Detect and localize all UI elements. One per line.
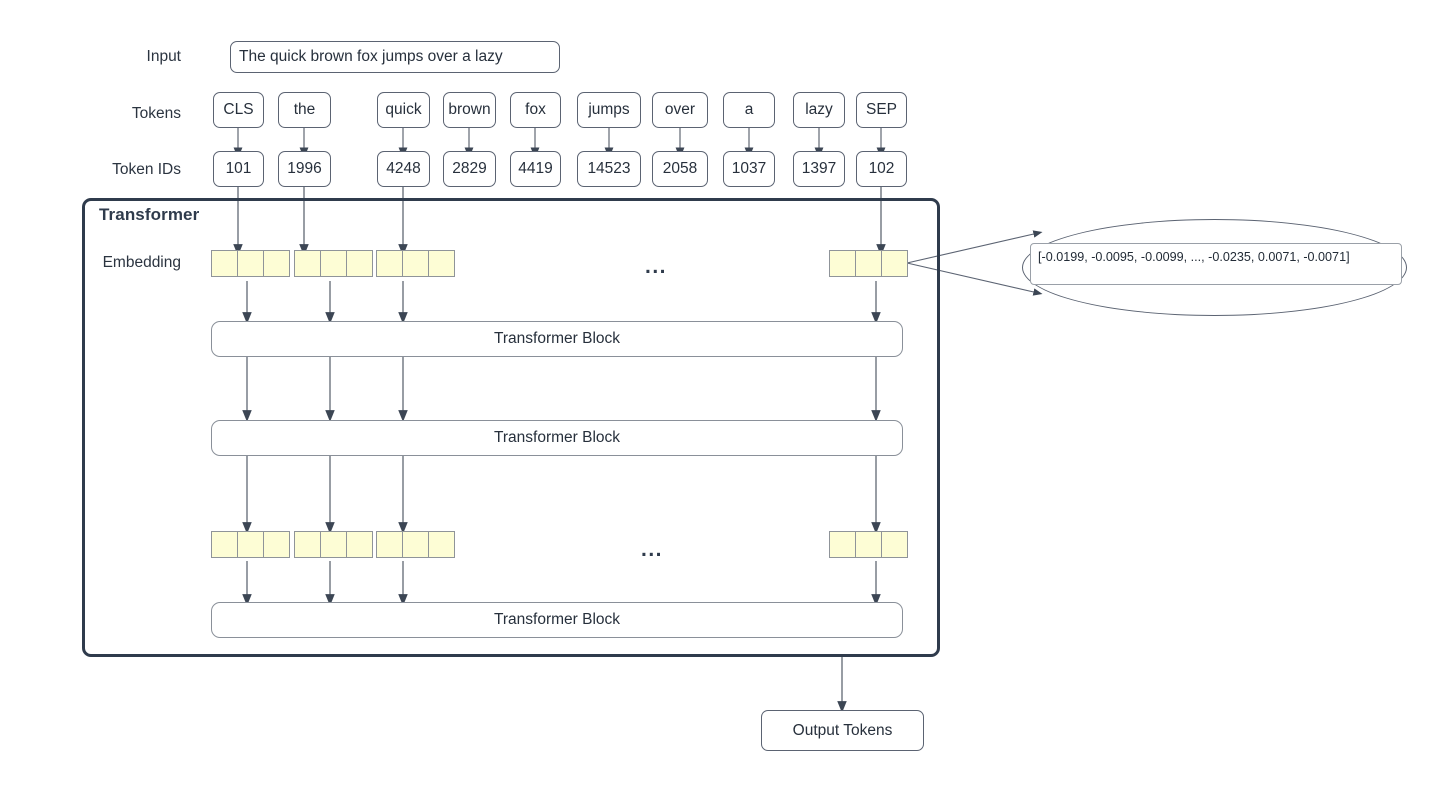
- token-id-box-8[interactable]: 1397: [793, 151, 845, 187]
- transformer-block-3[interactable]: Transformer Block: [211, 602, 903, 638]
- token-box-8[interactable]: lazy: [793, 92, 845, 128]
- embedding-ellipsis: ...: [645, 255, 668, 278]
- embedding-cell: [319, 250, 347, 277]
- hidden-state-cell: [401, 531, 429, 558]
- output-tokens-box[interactable]: Output Tokens: [761, 710, 924, 751]
- embedding-cell: [345, 250, 373, 277]
- token-box-4[interactable]: fox: [510, 92, 561, 128]
- hidden-state-cell: [211, 531, 238, 558]
- token-id-box-3[interactable]: 2829: [443, 151, 496, 187]
- hidden-group-cls: [211, 531, 290, 558]
- row-label-input: Input: [146, 48, 181, 65]
- transformer-block-1[interactable]: Transformer Block: [211, 321, 903, 357]
- token-box-0[interactable]: CLS: [213, 92, 264, 128]
- row-label-token-ids: Token IDs: [112, 161, 181, 178]
- vector-callout-ellipse: [1022, 219, 1407, 316]
- row-label-embedding: Embedding: [102, 254, 181, 271]
- token-id-box-1[interactable]: 1996: [278, 151, 331, 187]
- embedding-cell: [294, 250, 321, 277]
- embedding-cell: [854, 250, 882, 277]
- transformer-title: Transformer: [99, 205, 200, 224]
- hidden-state-cell: [376, 531, 403, 558]
- row-label-tokens: Tokens: [131, 105, 181, 122]
- token-box-5[interactable]: jumps: [577, 92, 641, 128]
- hidden-ellipsis: ...: [641, 538, 664, 561]
- hidden-group-quick: [376, 531, 455, 558]
- hidden-state-cell: [294, 531, 321, 558]
- input-text-box[interactable]: The quick brown fox jumps over a lazy: [230, 41, 560, 73]
- embedding-cell: [880, 250, 908, 277]
- hidden-state-cell: [854, 531, 882, 558]
- token-id-box-6[interactable]: 2058: [652, 151, 708, 187]
- transformer-container: [82, 198, 940, 657]
- transformer-block-2[interactable]: Transformer Block: [211, 420, 903, 456]
- hidden-state-cell: [319, 531, 347, 558]
- hidden-state-cell: [427, 531, 455, 558]
- token-box-3[interactable]: brown: [443, 92, 496, 128]
- token-id-box-0[interactable]: 101: [213, 151, 264, 187]
- token-box-6[interactable]: over: [652, 92, 708, 128]
- embedding-group-sep: [829, 250, 908, 277]
- hidden-group-the: [294, 531, 373, 558]
- embedding-cell: [829, 250, 856, 277]
- hidden-state-cell: [880, 531, 908, 558]
- token-id-box-7[interactable]: 1037: [723, 151, 775, 187]
- hidden-state-cell: [236, 531, 264, 558]
- embedding-vector-value: [-0.0199, -0.0095, -0.0099, ..., -0.0235…: [1030, 243, 1402, 285]
- token-id-box-5[interactable]: 14523: [577, 151, 641, 187]
- embedding-group-the: [294, 250, 373, 277]
- embedding-group-quick: [376, 250, 455, 277]
- token-box-2[interactable]: quick: [377, 92, 430, 128]
- hidden-state-cell: [345, 531, 373, 558]
- token-box-1[interactable]: the: [278, 92, 331, 128]
- embedding-cell: [236, 250, 264, 277]
- embedding-cell: [211, 250, 238, 277]
- hidden-group-sep: [829, 531, 908, 558]
- token-box-7[interactable]: a: [723, 92, 775, 128]
- token-id-box-2[interactable]: 4248: [377, 151, 430, 187]
- embedding-cell: [427, 250, 455, 277]
- embedding-cell: [376, 250, 403, 277]
- hidden-state-cell: [262, 531, 290, 558]
- embedding-cell: [401, 250, 429, 277]
- token-id-box-4[interactable]: 4419: [510, 151, 561, 187]
- embedding-group-cls: [211, 250, 290, 277]
- embedding-cell: [262, 250, 290, 277]
- token-box-9[interactable]: SEP: [856, 92, 907, 128]
- hidden-state-cell: [829, 531, 856, 558]
- token-id-box-9[interactable]: 102: [856, 151, 907, 187]
